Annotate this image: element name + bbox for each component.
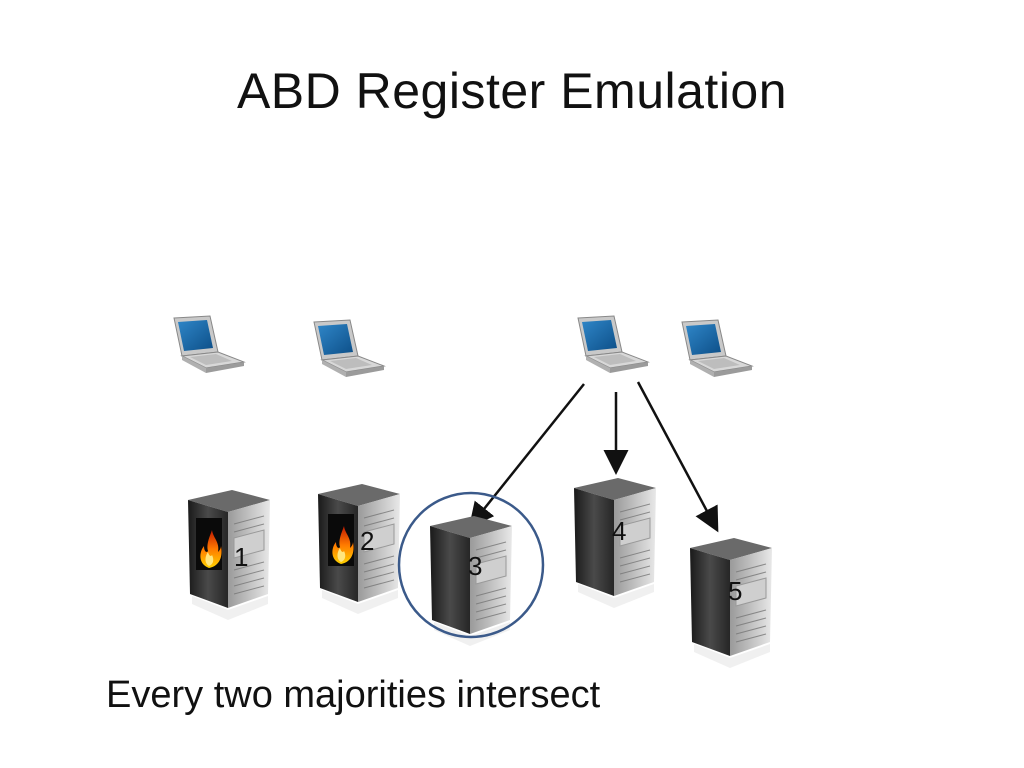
client-laptop-1 (173, 315, 245, 374)
server-label-5: 5 (728, 576, 742, 606)
laptop-icon (313, 319, 385, 378)
client-laptop-3 (577, 315, 649, 374)
server-label-4: 4 (612, 516, 626, 546)
server-3 (429, 515, 513, 647)
server-label-2: 2 (360, 526, 374, 556)
slide-title: ABD Register Emulation (236, 63, 788, 119)
laptop-icon (173, 315, 245, 374)
majority-highlight-circle (397, 491, 545, 639)
server-icon (429, 515, 513, 647)
fire-icon (196, 518, 222, 570)
client-laptop-4 (681, 319, 753, 378)
laptop-icon (681, 319, 753, 378)
arrow-to-server-3 (468, 383, 585, 528)
arrow-to-server-5 (636, 381, 719, 533)
laptop-icon (577, 315, 649, 374)
client-laptop-2 (313, 319, 385, 378)
slide-caption: Every two majorities intersect (106, 674, 601, 716)
fire-icon (328, 514, 354, 566)
server-label-3: 3 (468, 551, 482, 581)
server-label-1: 1 (234, 542, 248, 572)
